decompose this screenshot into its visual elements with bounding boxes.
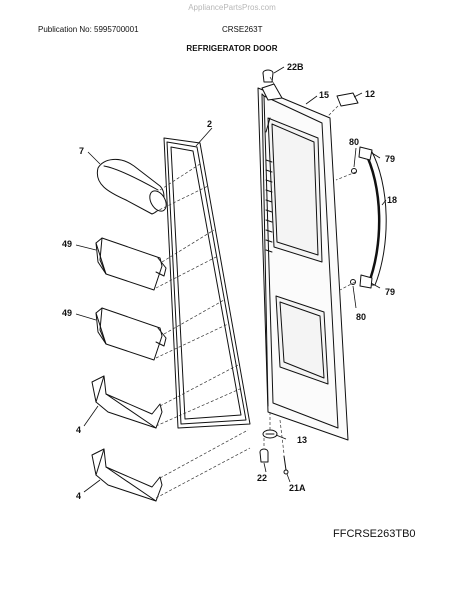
handle-trim-part: [336, 92, 359, 107]
callout-21a: 21A: [289, 483, 306, 493]
dairy-door-part: [96, 159, 167, 215]
diagram-code: FFCRSE263TB0: [333, 528, 416, 540]
callout-12: 12: [365, 89, 375, 99]
door-bin-lower: [95, 307, 167, 361]
callout-13: 13: [297, 435, 307, 445]
hinge-parts: [259, 429, 289, 475]
door-cap-part: [262, 69, 274, 83]
door-gasket: [163, 137, 251, 429]
leader-lines: [75, 66, 387, 493]
callout-22b: 22B: [287, 62, 304, 72]
model-number: CRSE263T: [222, 25, 263, 34]
callout-labels: 22B 15 12 2 7 80 79 18 49 49 79 80 4 4 1…: [62, 62, 397, 501]
callout-18: 18: [387, 195, 397, 205]
callout-15: 15: [319, 90, 329, 100]
door-handle: [350, 146, 387, 289]
callout-49-upper: 49: [62, 239, 72, 249]
callout-22: 22: [257, 473, 267, 483]
door-shelf-upper: [91, 375, 163, 429]
callout-4-lower: 4: [76, 491, 81, 501]
door-bin-upper: [95, 237, 167, 291]
diagram-title: REFRIGERATOR DOOR: [186, 44, 278, 53]
callout-80-upper: 80: [349, 137, 359, 147]
watermark: AppliancePartsPros.com: [188, 3, 276, 12]
door-shelf-lower: [91, 448, 163, 502]
publication-number: Publication No: 5995700001: [38, 25, 139, 34]
door-panel: [257, 83, 349, 441]
callout-49-lower: 49: [62, 308, 72, 318]
callout-4-upper: 4: [76, 425, 81, 435]
callout-2: 2: [207, 119, 212, 129]
callout-7: 7: [79, 146, 84, 156]
callout-80-lower: 80: [356, 312, 366, 322]
callout-79-upper: 79: [385, 154, 395, 164]
callout-79-lower: 79: [385, 287, 395, 297]
